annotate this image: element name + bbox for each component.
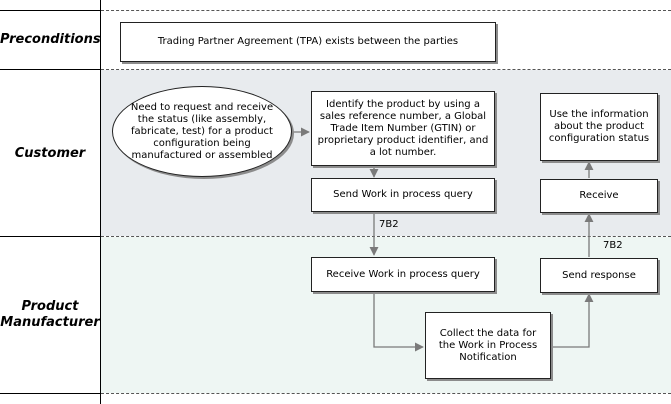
connector-collect-to-send-response <box>552 293 594 348</box>
lane-label-manufacturer-line2: Manufacturer <box>0 315 100 330</box>
lane-separator-preconditions <box>101 69 671 70</box>
message-tag-query: 7B2 <box>379 219 399 230</box>
lane-separator-top <box>101 10 671 11</box>
lane-separator-bottom <box>101 393 671 394</box>
node-use-information: Use the information about the product co… <box>540 93 658 161</box>
node-send-wip-query: Send Work in process query <box>311 178 495 212</box>
lane-divider-bottom <box>0 393 100 394</box>
lane-divider-top <box>0 10 100 11</box>
node-identify-product: Identify the product by using a sales re… <box>311 91 495 166</box>
node-receive-wip-query: Receive Work in process query <box>311 257 495 292</box>
lane-label-customer: Customer <box>14 146 86 161</box>
lane-divider-vertical <box>100 0 101 404</box>
node-send-response: Send response <box>540 258 658 293</box>
node-receive: Receive <box>540 179 658 213</box>
message-tag-response: 7B2 <box>603 240 623 251</box>
node-tpa: Trading Partner Agreement (TPA) exists b… <box>120 22 496 62</box>
lane-divider-preconditions <box>0 69 100 70</box>
node-need-start: Need to request and receive the status (… <box>112 86 292 177</box>
lane-label-manufacturer: Product Manufacturer <box>0 299 100 331</box>
lane-label-preconditions: Preconditions <box>0 32 101 47</box>
connector-receive-query-to-collect <box>373 292 424 352</box>
lane-divider-customer <box>0 236 100 237</box>
lane-label-manufacturer-line1: Product <box>21 299 79 314</box>
node-collect-data: Collect the data for the Work in Process… <box>425 312 551 379</box>
lane-separator-customer <box>101 236 671 237</box>
lane-label-column <box>0 0 100 404</box>
